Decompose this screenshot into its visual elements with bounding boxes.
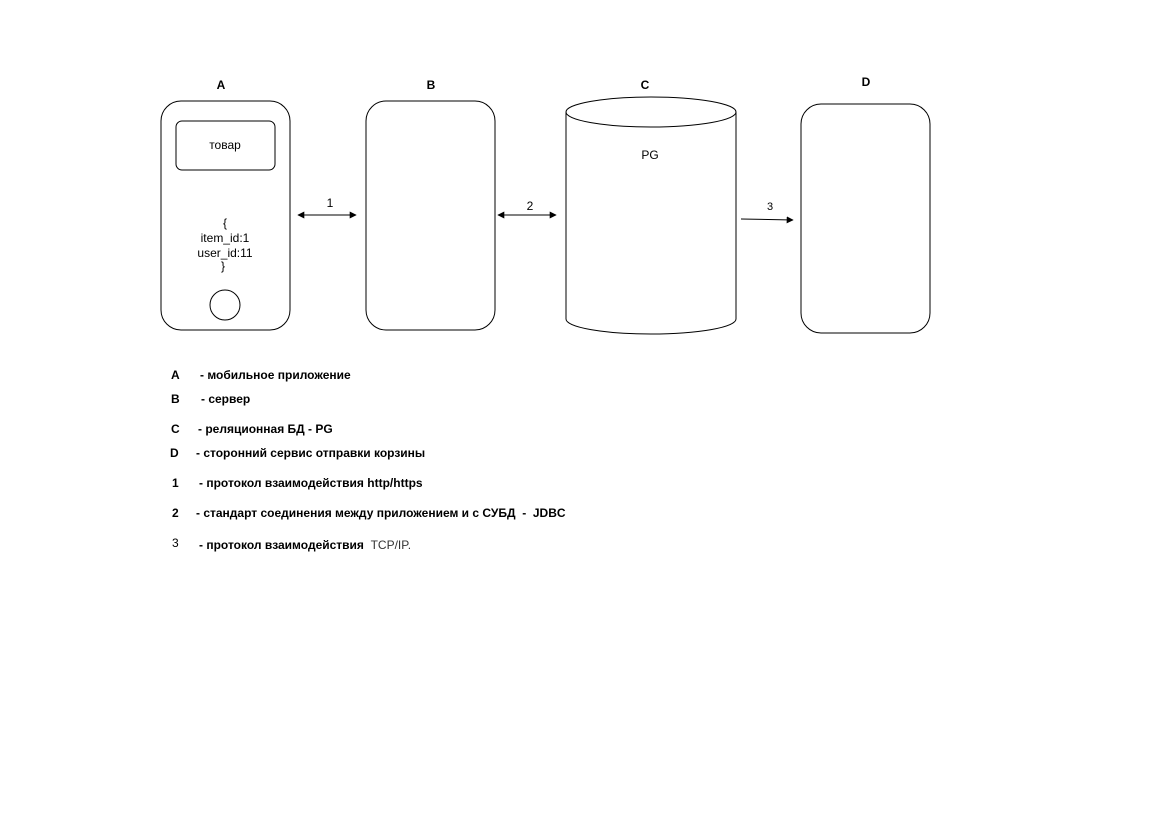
legend-desc: - сторонний сервис отправки корзины	[196, 446, 425, 460]
legend-key: A	[171, 368, 180, 382]
legend-desc: - мобильное приложение	[200, 368, 351, 382]
legend-desc: - реляционная БД - PG	[198, 422, 333, 436]
edge-3: 3	[740, 201, 794, 224]
legend-desc: - стандарт соединения между приложением …	[196, 506, 566, 520]
node-b-server: B	[365, 78, 496, 331]
legend: A - мобильное приложение B - сервер C - …	[170, 368, 566, 552]
legend-desc: - протокол взаимодействия	[199, 538, 371, 552]
edge-3-label: 3	[767, 201, 773, 213]
edge-1: 1	[297, 196, 357, 219]
payload-line: {	[223, 216, 227, 230]
node-d-label: D	[862, 75, 871, 89]
legend-key: B	[171, 392, 180, 406]
legend-desc-with-tail: - протокол взаимодействия TCP/IP.	[199, 538, 411, 552]
legend-desc: - протокол взаимодействия http/https	[199, 476, 423, 490]
edge-1-label: 1	[327, 196, 334, 210]
legend-desc: - сервер	[201, 392, 250, 406]
node-b-label: B	[427, 78, 436, 92]
home-button	[209, 289, 241, 321]
edge-3-arrow	[740, 216, 794, 224]
legend-key: 1	[172, 476, 179, 490]
external-service-box	[800, 103, 931, 334]
edge-2-label: 2	[527, 199, 534, 213]
product-card-label: товар	[209, 138, 241, 152]
node-d-external-service: D	[800, 75, 931, 334]
node-c-label: C	[641, 78, 650, 92]
legend-desc-tail: TCP/IP.	[371, 538, 411, 552]
payload-line: }	[221, 259, 225, 273]
node-c-database: C PG	[565, 78, 737, 335]
database-inner-label: PG	[641, 148, 658, 162]
legend-key: D	[170, 446, 179, 460]
node-a-label: A	[217, 78, 226, 92]
legend-key: 2	[172, 506, 179, 520]
database-cylinder	[565, 112, 737, 335]
database-cylinder-top	[565, 96, 737, 128]
edge-2: 2	[497, 199, 557, 219]
legend-key: 3	[172, 536, 179, 550]
payload-line: user_id:11	[197, 246, 252, 260]
product-card	[175, 120, 276, 171]
node-a-mobile-app: A товар { item_id:1 user_id:11 }	[160, 78, 291, 331]
legend-key: C	[171, 422, 180, 436]
payload-line: item_id:1	[201, 231, 250, 245]
server-box	[365, 100, 496, 331]
